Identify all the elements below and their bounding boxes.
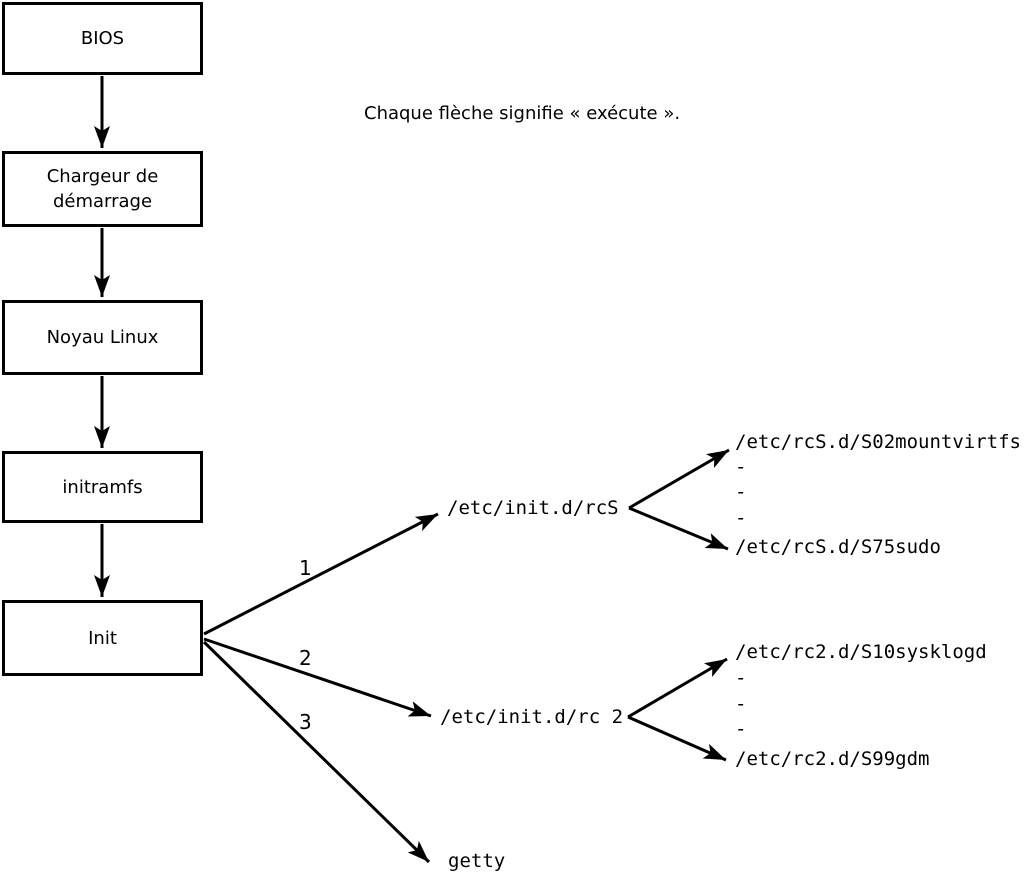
arrow-init-to-rcs: [203, 512, 439, 636]
box-chargeur-label: Chargeur de démarrage: [46, 166, 159, 212]
branch-number-1: 1: [299, 556, 312, 580]
box-initramfs: initramfs: [2, 451, 203, 523]
ellipsis-dash: -: [735, 481, 747, 503]
target-getty-label: getty: [448, 850, 506, 872]
branch-number-3: 3: [299, 710, 312, 734]
arrow-rc2-to-last-script: [627, 715, 727, 762]
arrow-init-to-getty: [202, 640, 431, 864]
box-init: Init: [2, 600, 203, 676]
target-rcs-label: /etc/init.d/rcS: [447, 497, 619, 519]
box-noyau-linux: Noyau Linux: [2, 300, 203, 375]
ellipsis-dash: -: [735, 718, 747, 740]
box-bios-label: BIOS: [80, 28, 125, 49]
ellipsis-dash: -: [735, 693, 747, 715]
caption: Chaque flèche signifie « exécute ».: [364, 103, 681, 124]
arrow-init-to-rc2: [203, 637, 432, 718]
arrow-rc2-to-first-script: [627, 657, 728, 719]
ellipsis-dash: -: [735, 507, 747, 529]
arrow-rcs-to-last-script: [628, 506, 729, 551]
ellipsis-dash: -: [735, 456, 747, 478]
rc2-script-first: /etc/rc2.d/S10sysklogd: [735, 641, 987, 663]
ellipsis-dash: -: [735, 667, 747, 689]
box-init-label: Init: [88, 627, 117, 649]
box-chargeur-de-demarrage: Chargeur de démarrage: [2, 151, 203, 227]
arrow-rcs-to-first-script: [628, 448, 730, 510]
branch-number-2: 2: [299, 646, 312, 670]
box-initramfs-label: initramfs: [62, 476, 143, 498]
rcs-script-last: /etc/rcS.d/S75sudo: [735, 536, 941, 558]
box-bios: BIOS: [2, 2, 203, 75]
rcs-script-first: /etc/rcS.d/S02mountvirtfs: [735, 431, 1021, 453]
target-rc2-label: /etc/init.d/rc 2: [440, 706, 624, 728]
rc2-script-last: /etc/rc2.d/S99gdm: [735, 748, 930, 770]
box-noyau-label: Noyau Linux: [46, 327, 159, 348]
